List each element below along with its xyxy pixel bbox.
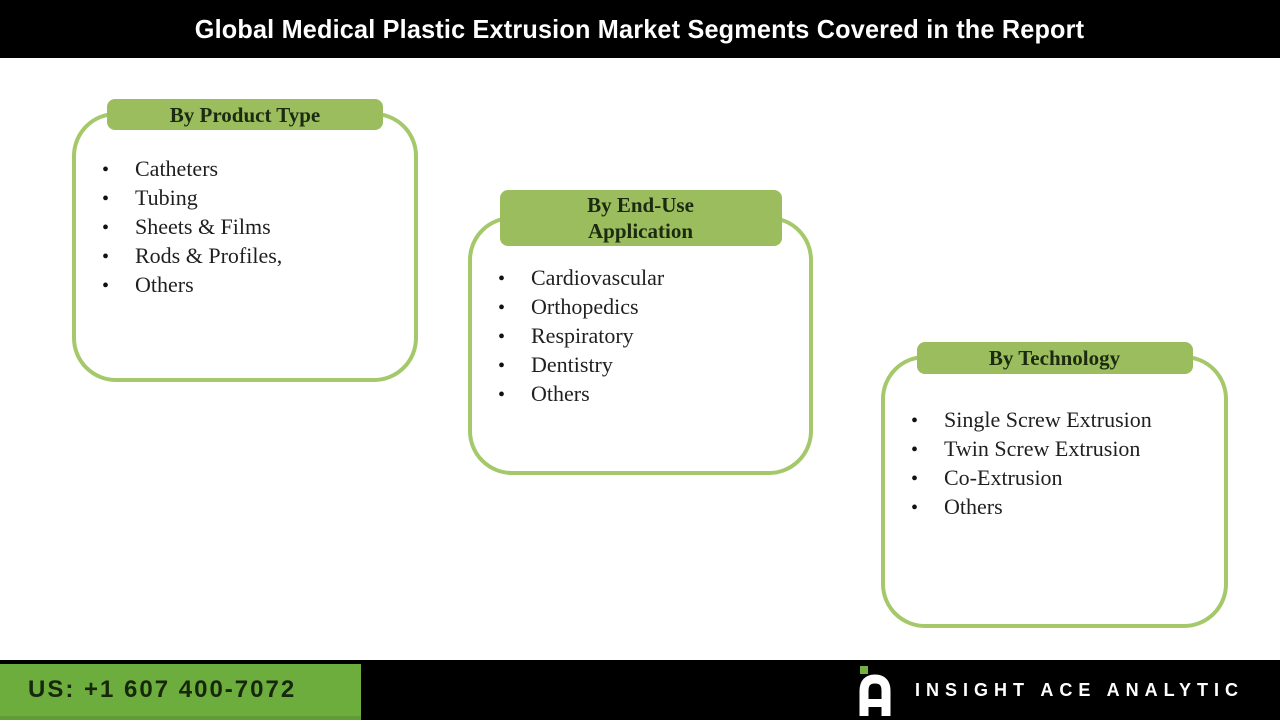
phone-banner: US: +1 607 400-7072 (0, 664, 361, 720)
bullet-icon: • (498, 268, 506, 290)
item-label: Orthopedics (531, 294, 639, 319)
item-label: Cardiovascular (531, 265, 665, 290)
bullet-icon: • (911, 439, 919, 461)
item-label: Others (135, 272, 194, 297)
list-item: • Others (498, 379, 809, 408)
brand-name: INSIGHT ACE ANALYTIC (914, 679, 1244, 700)
segment-list: • Catheters • Tubing • Sheets & Films • Rods & … (76, 116, 414, 299)
segment-box-by-end-use-application: By End-Use Application • Cardiovascular • Or… (468, 190, 813, 475)
phone-number: US: +1 607 400-7072 (28, 676, 297, 703)
list-item: • Co-Extrusion (911, 463, 1224, 492)
page-title: Global Medical Plastic Extrusion Market … (195, 13, 1085, 44)
title-bar: Global Medical Plastic Extrusion Market … (0, 0, 1280, 58)
bullet-icon: • (102, 159, 110, 181)
insight-ace-a-icon (859, 666, 891, 716)
list-item: • Single Screw Extrusion (911, 405, 1224, 434)
bullet-icon: • (911, 468, 919, 490)
item-label: Others (531, 381, 590, 406)
item-label: Single Screw Extrusion (944, 407, 1152, 432)
item-label: Others (944, 494, 1003, 519)
item-label: Twin Screw Extrusion (944, 436, 1141, 461)
list-item: • Orthopedics (498, 292, 809, 321)
item-label: Co-Extrusion (944, 465, 1063, 490)
item-label: Sheets & Films (135, 214, 271, 239)
item-label: Rods & Profiles, (135, 243, 283, 268)
list-item: • Twin Screw Extrusion (911, 434, 1224, 463)
brand: INSIGHT ACE ANALYTIC (855, 660, 1244, 720)
bullet-icon: • (911, 410, 919, 432)
footer-bar: US: +1 607 400-7072 INSIGHT ACE ANALYTIC (0, 660, 1280, 720)
list-item: • Rods & Profiles, (102, 241, 414, 270)
list-item: • Catheters (102, 154, 414, 183)
bullet-icon: • (102, 188, 110, 210)
bullet-icon: • (102, 246, 110, 268)
segment-tab-by-end-use-application: By End-Use Application (499, 190, 782, 246)
bullet-icon: • (498, 326, 506, 348)
bullet-icon: • (102, 217, 110, 239)
content-area: By Product Type • Catheters • Tubing • Sheets … (0, 58, 1280, 660)
segment-tab-by-technology: By Technology (916, 342, 1193, 374)
segment-list: •Cardiovascular•Orthopedics•Respiratory•… (472, 220, 809, 408)
item-label: Catheters (135, 156, 219, 181)
item-label: Tubing (135, 185, 198, 210)
list-item: • Tubing (102, 183, 414, 212)
segment-list: • Single Screw Extrusion • Twin Screw Extru… (885, 359, 1224, 521)
item-label: Respiratory (531, 323, 634, 348)
segment-box-by-product-type: By Product Type • Catheters • Tubing • Sheets … (72, 99, 418, 382)
list-item: • Others (102, 270, 414, 299)
list-item: • Cardiovascular (498, 263, 809, 292)
segment-box-by-technology: By Technology • Single Screw Extrusion • Twi… (881, 342, 1228, 628)
list-item: • Sheets & Films (102, 212, 414, 241)
bullet-icon: • (911, 497, 919, 519)
bullet-icon: • (102, 275, 110, 297)
bullet-icon: • (498, 297, 506, 319)
list-item: • Respiratory (498, 321, 809, 350)
segment-tab-by-product-type: By Product Type (107, 99, 383, 130)
bullet-icon: • (498, 355, 506, 377)
list-item: • Dentistry (498, 350, 809, 379)
item-label: Dentistry (531, 352, 613, 377)
bullet-icon: • (498, 384, 506, 406)
list-item: • Others (911, 492, 1224, 521)
